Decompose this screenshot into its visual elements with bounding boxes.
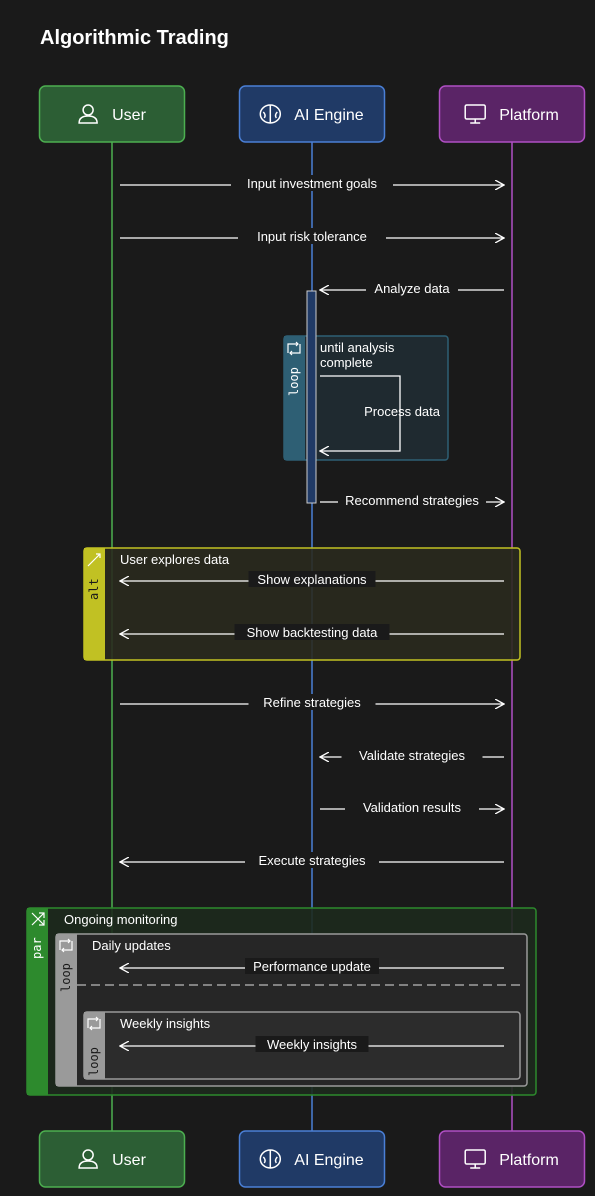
diagram-title: Algorithmic Trading [40,27,229,49]
message-2: Input risk tolerance [120,228,504,244]
message-11: Execute strategies [120,852,504,868]
participant-platform-bottom: Platform [438,1130,586,1188]
message-7: Show backtesting data [120,624,504,640]
daily-loop-keyword: loop [59,963,73,992]
label-background [248,694,376,710]
message-label: Weekly insights [267,1037,358,1052]
message-label: Analyze data [374,281,450,296]
message-label: Process data [364,404,441,419]
label-background [248,571,376,587]
weekly-loop-keyword: loop [87,1047,101,1076]
label-background [341,747,483,763]
participant-label: Platform [499,1152,559,1169]
daily-loop-condition: Daily updates [92,938,171,953]
alt-condition: User explores data [120,552,230,567]
message-12: Performance update [120,958,504,974]
loop-icon [287,341,301,356]
message-label: Show explanations [257,572,367,587]
loop-condition-line-2: complete [320,355,373,370]
ai-engine-activation-bar [306,290,317,504]
message-9: Validate strategies [320,747,504,763]
message-label: Execute strategies [259,853,366,868]
par-condition: Ongoing monitoring [64,912,177,927]
participant-label: User [112,1152,146,1169]
analysis-loop-fragment: loop until analysis complete [283,335,449,461]
message-13: Weekly insights [120,1036,504,1052]
message-label: Show backtesting data [247,625,379,640]
weekly-loop-condition: Weekly insights [120,1016,211,1031]
label-background [345,799,479,815]
monitor-icon [464,1149,486,1169]
label-background [245,852,379,868]
participant-ai-engine-top: AI Engine [238,85,386,143]
participant-user-bottom: User [38,1130,186,1188]
message-label: Input investment goals [247,176,378,191]
brain-icon [259,104,282,124]
label-background [255,1036,369,1052]
label-background [338,492,486,508]
message-10: Validation results [320,799,504,815]
participant-label: User [112,107,146,124]
participant-platform-top: Platform [438,85,586,143]
participant-label: AI Engine [294,1152,363,1169]
branch-icon [87,553,101,567]
message-label: Validate strategies [359,748,465,763]
loop-keyword: loop [287,367,301,396]
message-5: Recommend strategies [320,492,504,508]
participant-label: AI Engine [294,107,363,124]
message-label: Performance update [253,959,371,974]
label-background [366,280,458,296]
participant-ai-engine-bottom: AI Engine [238,1130,386,1188]
loop-icon [87,1016,101,1031]
message-1: Input investment goals [120,175,504,191]
message-label: Refine strategies [263,695,361,710]
message-3: Analyze data [320,280,504,296]
message-6: Show explanations [120,571,504,587]
message-label: Input risk tolerance [257,229,367,244]
par-keyword: par [30,937,44,959]
label-background [238,228,386,244]
brain-icon [259,1149,282,1169]
alt-keyword: alt [87,578,101,600]
participant-user-top: User [38,85,186,143]
message-4: Process data [320,375,441,451]
loop-condition-line-1: until analysis [320,340,395,355]
user-icon [78,1149,98,1169]
alt-fragment: alt User explores data [83,547,521,661]
message-label: Validation results [363,800,462,815]
parallel-icon [31,912,45,926]
label-background [234,624,390,640]
label-background [231,175,393,191]
participant-label: Platform [499,107,559,124]
loop-icon [59,938,73,953]
self-message-arrow [320,375,401,451]
message-label: Recommend strategies [345,493,479,508]
monitor-icon [464,104,486,124]
message-8: Refine strategies [120,694,504,710]
user-icon [78,104,98,124]
label-background [245,958,379,974]
